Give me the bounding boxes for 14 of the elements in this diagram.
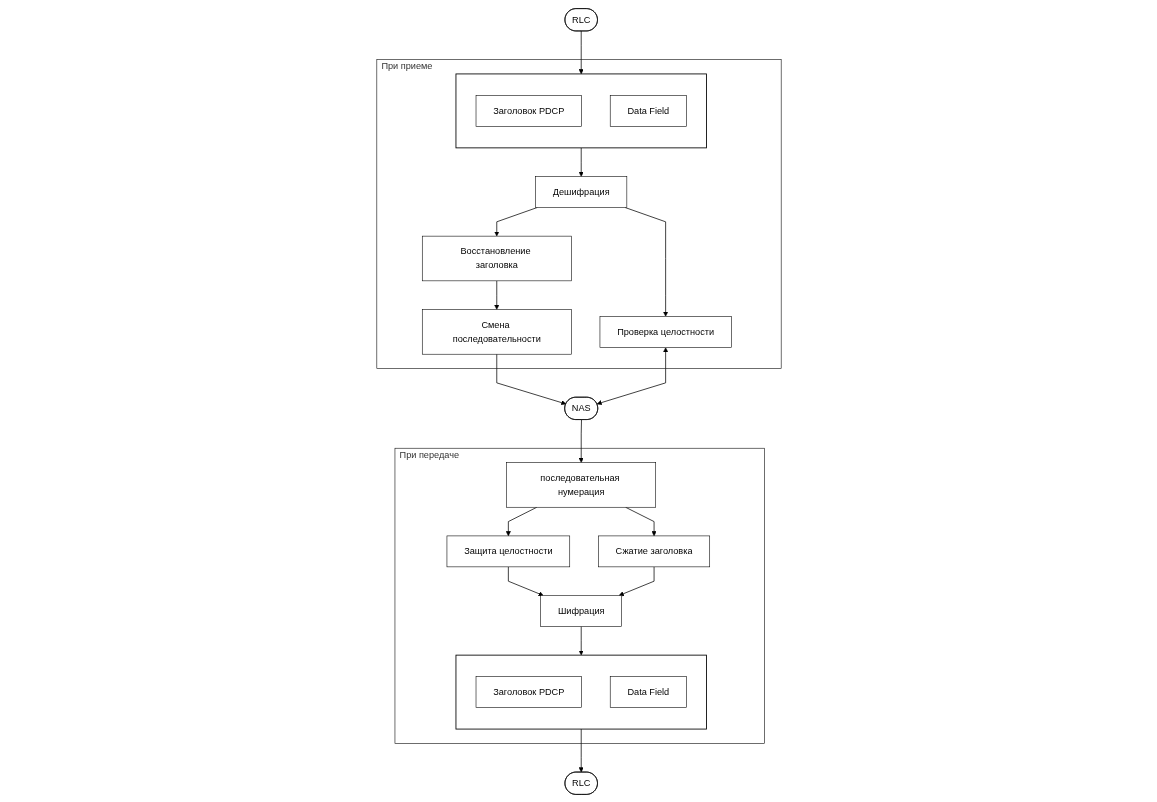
- node-box: Восстановление заголовка: [421, 235, 572, 281]
- node-box: Сжатие заголовка: [597, 535, 710, 567]
- node-box: Заголовок PDCP: [475, 94, 582, 127]
- node-box: Смена последовательности: [421, 308, 572, 354]
- node-box: последовательная нумерация: [505, 461, 656, 508]
- cluster: [455, 654, 707, 729]
- node-box: Data Field: [609, 675, 687, 708]
- node-box: Data Field: [609, 94, 687, 127]
- node-box: Шифрация: [539, 594, 622, 627]
- node-box: Дешифрация: [534, 175, 627, 208]
- node-box: Заголовок PDCP: [475, 675, 582, 708]
- node-box: Защита целостности: [446, 535, 570, 567]
- node-box: Проверка целостности: [599, 315, 732, 348]
- cluster: [455, 73, 707, 148]
